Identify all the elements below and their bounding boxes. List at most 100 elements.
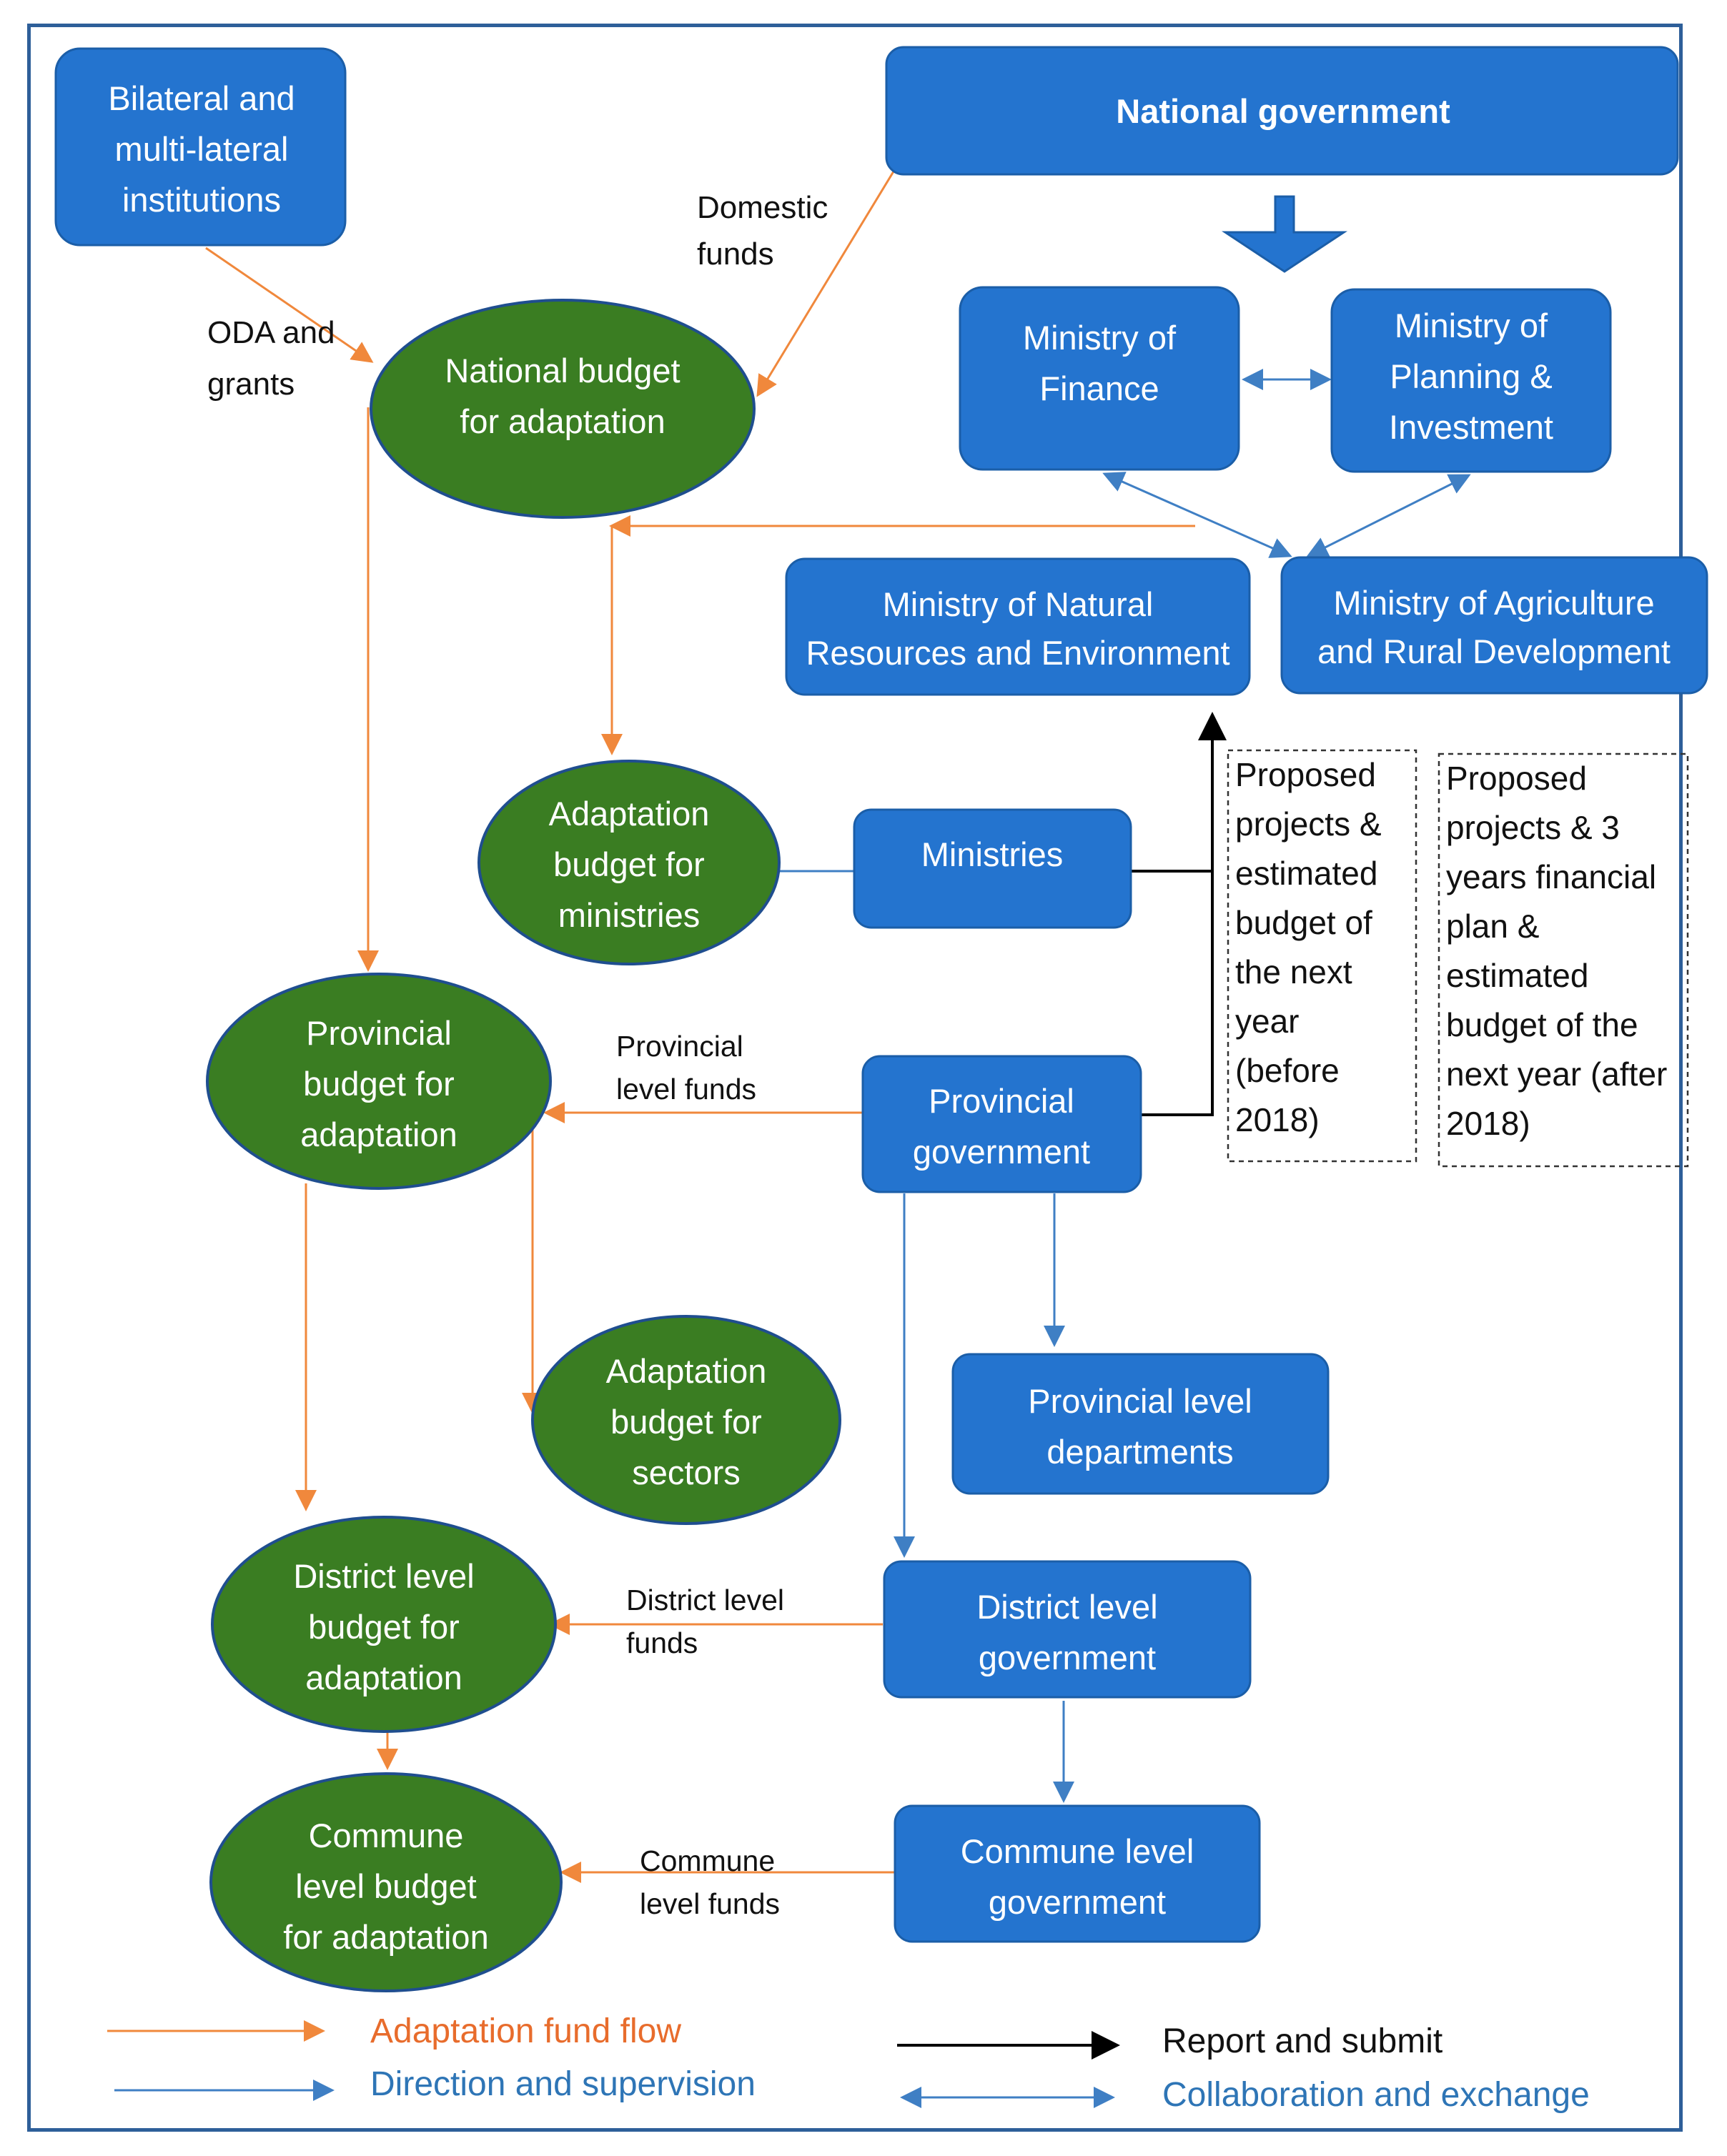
box-commune-government: Commune level government	[894, 1804, 1261, 1943]
box-ministry-planning-line-1: Ministry of	[1395, 307, 1548, 344]
note-after-line-6: budget of the	[1446, 1006, 1638, 1043]
arrow-finance-agriculture-exchange	[1102, 472, 1292, 558]
note-after-line-4: plan &	[1446, 908, 1539, 945]
box-ministry-finance-line-2: Finance	[1039, 369, 1159, 407]
note-after-line-5: estimated	[1446, 957, 1588, 994]
ellipse-provincial-budget-line-1: Provincial	[306, 1014, 452, 1052]
ellipse-commune-budget-line-3: for adaptation	[283, 1918, 488, 1956]
box-bilateral: Bilateral and multi-lateral institutions	[54, 47, 347, 247]
label-district-funds-line-1: District level	[626, 1584, 784, 1616]
label-domestic-funds-line-2: funds	[697, 237, 774, 272]
box-ministries-label: Ministries	[921, 835, 1063, 873]
label-oda-grants-line-1: ODA and	[207, 315, 335, 350]
ellipse-adaptation-ministries-line-1: Adaptation	[549, 795, 710, 833]
note-after-line-2: projects & 3	[1446, 809, 1620, 846]
label-commune-funds-line-1: Commune	[640, 1844, 775, 1877]
ellipse-adaptation-sectors: Adaptation budget for sectors	[531, 1315, 841, 1525]
ellipse-provincial-budget-line-3: adaptation	[300, 1116, 457, 1153]
ellipse-adaptation-ministries-line-3: ministries	[558, 896, 700, 934]
ellipse-adaptation-ministries: Adaptation budget for ministries	[477, 760, 781, 965]
box-district-government: District level government	[883, 1560, 1252, 1699]
box-ministries: Ministries	[853, 808, 1132, 929]
legend-fund-flow-label: Adaptation fund flow	[370, 2012, 681, 2050]
edge-labels: Domestic funds ODA and grants Provincial…	[207, 190, 828, 1920]
ellipse-district-budget-line-1: District level	[293, 1557, 474, 1595]
box-bilateral-line-3: institutions	[122, 181, 281, 219]
ellipse-district-budget: District level budget for adaptation	[211, 1516, 557, 1733]
ellipse-adaptation-sectors-line-1: Adaptation	[606, 1352, 767, 1390]
label-domestic-funds-line-1: Domestic	[697, 190, 828, 225]
note-before-2018: Proposed projects & estimated budget of …	[1227, 749, 1417, 1163]
ellipse-adaptation-sectors-line-3: sectors	[632, 1454, 741, 1491]
note-after-2018: Proposed projects & 3 years financial pl…	[1437, 752, 1689, 1168]
legend-collaboration-label: Collaboration and exchange	[1162, 2076, 1590, 2114]
ellipse-provincial-budget-line-2: budget for	[303, 1065, 455, 1103]
box-provincial-departments: Provincial level departments	[951, 1353, 1330, 1495]
legend-report-label: Report and submit	[1162, 2022, 1443, 2060]
box-ministry-planning-line-2: Planning &	[1390, 357, 1552, 395]
legend: Adaptation fund flow Direction and super…	[107, 2012, 1590, 2114]
ellipse-district-budget-line-3: adaptation	[305, 1659, 462, 1697]
ellipse-national-budget: National budget for adaptation	[370, 299, 756, 519]
note-before-line-4: budget of	[1235, 904, 1372, 941]
note-after-line-8: 2018)	[1446, 1105, 1530, 1142]
box-ministry-planning: Ministry of Planning & Investment	[1330, 288, 1612, 473]
report-arrows	[1131, 712, 1227, 1116]
ellipse-adaptation-sectors-line-2: budget for	[610, 1403, 762, 1441]
label-commune-funds-line-2: level funds	[640, 1887, 780, 1920]
ellipse-district-budget-line-2: budget for	[308, 1608, 460, 1646]
ellipse-commune-budget: Commune level budget for adaptation	[209, 1772, 563, 1992]
label-oda-grants-line-2: grants	[207, 367, 295, 402]
national-government-down-arrow	[1222, 195, 1347, 273]
box-national-government: National government	[885, 46, 1679, 176]
note-before-line-8: 2018)	[1235, 1101, 1320, 1138]
ellipse-commune-budget-line-2: level budget	[295, 1867, 476, 1905]
note-before-line-3: estimated	[1235, 855, 1377, 892]
box-commune-government-line-2: government	[989, 1883, 1166, 1921]
box-provincial-government-line-1: Provincial	[929, 1082, 1074, 1120]
note-before-line-7: (before	[1235, 1052, 1340, 1089]
ellipse-national-budget-line-2: for adaptation	[460, 402, 665, 440]
box-provincial-government: Provincial government	[861, 1055, 1142, 1193]
note-after-line-1: Proposed	[1446, 760, 1587, 797]
box-national-government-label: National government	[1116, 92, 1450, 130]
box-district-government-line-1: District level	[976, 1588, 1157, 1626]
box-ministry-natural-resources: Ministry of Natural Resources and Enviro…	[785, 557, 1251, 696]
fund-flow-arrows	[205, 171, 1195, 1883]
diagram-frame	[27, 24, 1683, 2132]
box-ministry-planning-line-3: Investment	[1389, 408, 1553, 446]
box-provincial-government-line-2: government	[913, 1133, 1090, 1171]
box-district-government-line-2: government	[979, 1639, 1156, 1676]
ellipse-adaptation-ministries-line-2: budget for	[553, 845, 705, 883]
label-provincial-funds-line-1: Provincial	[616, 1030, 743, 1063]
note-after-line-7: next year (after	[1446, 1055, 1667, 1093]
box-commune-government-line-1: Commune level	[961, 1832, 1194, 1870]
arrow-provincial-gov-report	[1141, 712, 1227, 1116]
note-before-line-2: projects &	[1235, 805, 1382, 843]
ellipse-provincial-budget: Provincial budget for adaptation	[206, 973, 552, 1190]
arrow-planning-agriculture-exchange	[1306, 474, 1471, 557]
box-provincial-departments-line-2: departments	[1046, 1433, 1233, 1471]
note-before-line-5: the next	[1235, 953, 1352, 990]
legend-direction-label: Direction and supervision	[370, 2065, 756, 2103]
box-ministry-finance: Ministry of Finance	[959, 286, 1240, 471]
arrow-bilateral-to-national-budget	[205, 247, 374, 363]
box-ministry-agriculture-line-1: Ministry of Agriculture	[1333, 584, 1654, 622]
box-ministry-finance-line-1: Ministry of	[1023, 319, 1177, 357]
box-provincial-departments-line-1: Provincial level	[1028, 1382, 1252, 1420]
box-ministry-agriculture: Ministry of Agriculture and Rural Develo…	[1280, 556, 1708, 695]
box-bilateral-line-2: multi-lateral	[115, 130, 289, 168]
ellipse-commune-budget-line-1: Commune	[309, 1817, 464, 1854]
label-district-funds-line-2: funds	[626, 1626, 698, 1659]
box-ministry-natural-line-1: Ministry of Natural	[883, 585, 1154, 623]
box-ministry-agriculture-line-2: and Rural Development	[1317, 632, 1671, 670]
label-provincial-funds-line-2: level funds	[616, 1073, 756, 1106]
box-ministry-natural-line-2: Resources and Environment	[806, 634, 1229, 672]
box-bilateral-line-1: Bilateral and	[108, 79, 295, 117]
direction-arrows	[777, 369, 1471, 1803]
note-before-line-1: Proposed	[1235, 756, 1376, 793]
arrow-national-gov-to-national-budget	[756, 171, 895, 397]
ellipse-national-budget-line-1: National budget	[445, 352, 680, 389]
note-after-line-3: years financial	[1446, 858, 1656, 895]
